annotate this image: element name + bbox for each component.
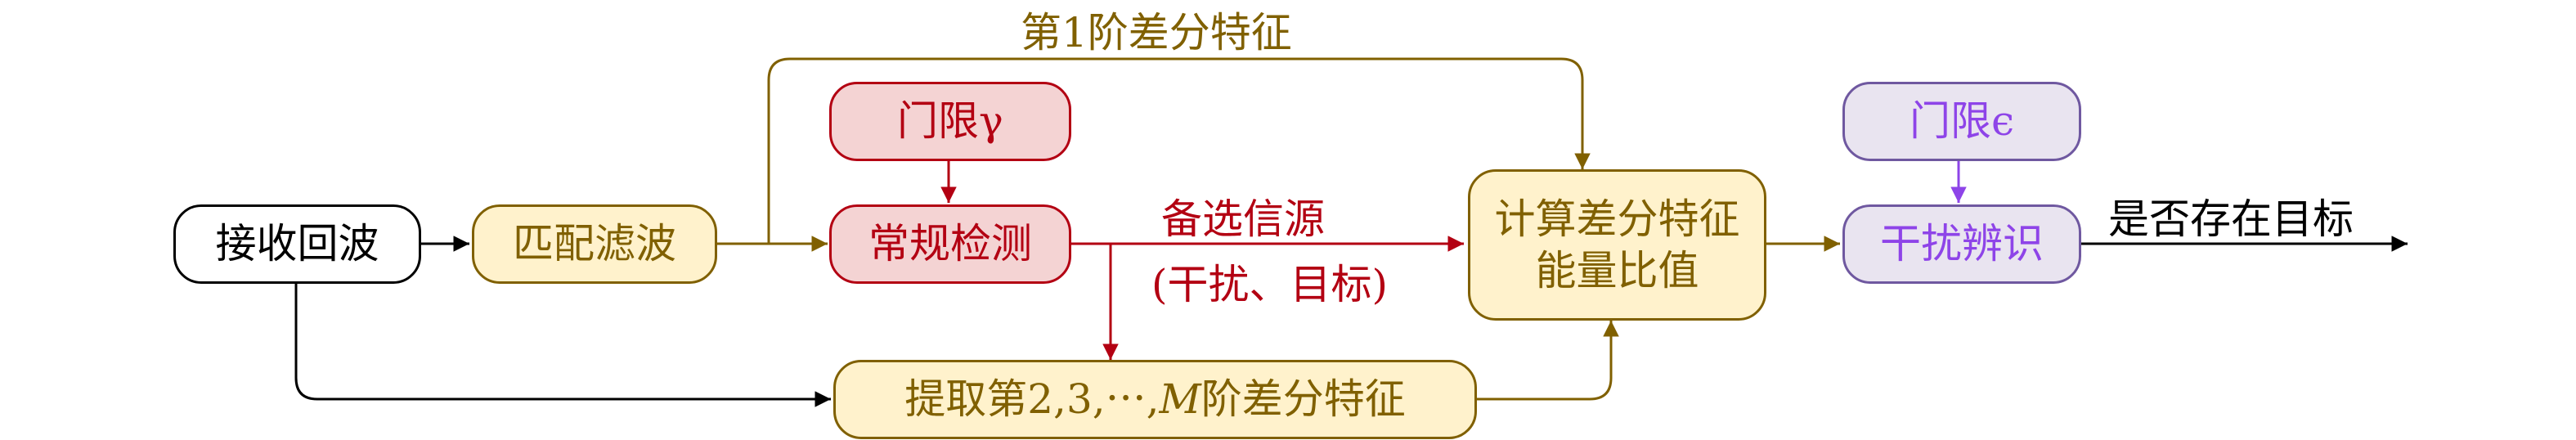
candidate-source-sub-label: (干扰、目标) <box>1151 261 1389 308</box>
receive-echo-node: 接收回波 <box>173 204 421 284</box>
compute-energy-ratio-node: 计算差分特征 能量比值 <box>1468 169 1766 321</box>
extract-features-prefix: 提取第2,3,⋯, <box>904 375 1160 424</box>
threshold-gamma-label: 门限γ <box>897 97 1003 146</box>
threshold-epsilon-label: 门限ϵ <box>1909 97 2014 146</box>
interference-identify-node: 干扰辨识 <box>1842 204 2081 284</box>
edge-extract-to-compute <box>1477 321 1619 401</box>
matched-filter-label: 匹配滤波 <box>513 220 676 268</box>
threshold-gamma-node: 门限γ <box>829 82 1071 161</box>
edge-receive-to-extract <box>294 284 831 407</box>
compute-line-2: 能量比值 <box>1535 246 1699 294</box>
candidate-source-label: 备选信源 <box>1161 195 1325 243</box>
threshold-epsilon-node: 门限ϵ <box>1842 82 2081 161</box>
receive-echo-label: 接收回波 <box>215 220 379 268</box>
normal-detection-node: 常规检测 <box>829 204 1071 284</box>
target-exists-output-label: 是否存在目标 <box>2108 195 2354 243</box>
edge-first-order-branch <box>767 57 1591 244</box>
interference-identify-label: 干扰辨识 <box>1880 220 2044 268</box>
matched-filter-node: 匹配滤波 <box>472 204 717 284</box>
first-order-feature-label: 第1阶差分特征 <box>1021 9 1292 56</box>
extract-features-m: M <box>1159 375 1201 424</box>
compute-line-1: 计算差分特征 <box>1494 195 1740 243</box>
normal-detection-label: 常规检测 <box>868 220 1032 268</box>
extract-features-suffix: 阶差分特征 <box>1200 375 1406 424</box>
